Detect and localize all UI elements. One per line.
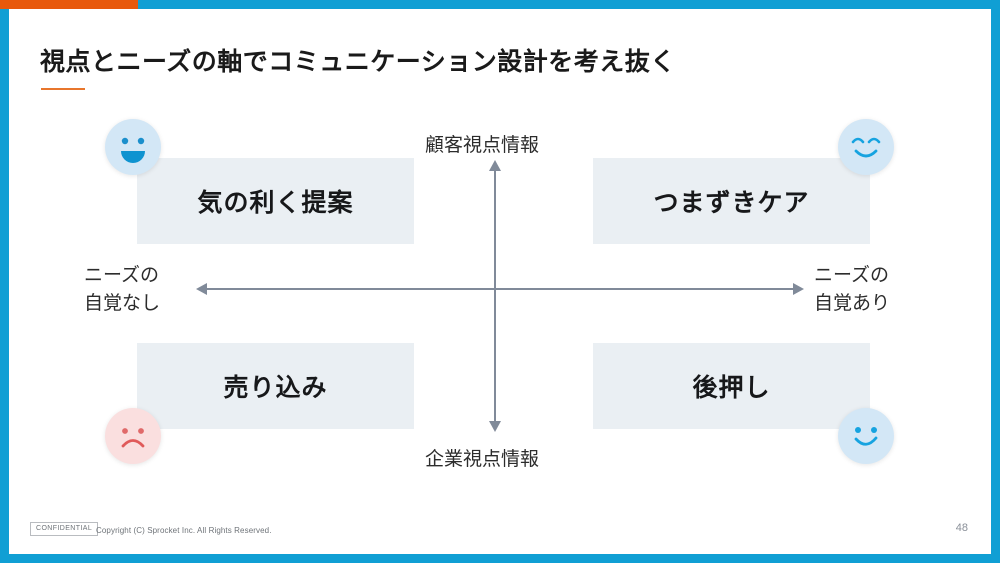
quadrant-label-top-right: つまずきケア — [653, 189, 810, 217]
quadrant-label-bottom-right: 後押し — [692, 374, 771, 402]
confidential-badge: CONFIDENTIAL — [30, 522, 99, 536]
axis-label-right-line2: 自覚あり — [814, 292, 891, 314]
left-blue-border — [0, 9, 9, 563]
bottom-blue-border — [0, 554, 1000, 563]
quadrant-box-top-right: つまずきケア — [593, 158, 870, 244]
right-blue-border — [991, 9, 1000, 563]
quadrant-box-top-left: 気の利く提案 — [137, 158, 414, 244]
quadrant-box-bottom-left: 売り込み — [137, 343, 414, 429]
axis-arrow-up-icon — [489, 160, 501, 171]
axis-label-top: 顧客視点情報 — [425, 135, 540, 156]
axis-label-left-line2: 自覚なし — [84, 292, 161, 314]
axis-label-right-line1: ニーズの — [814, 265, 890, 286]
top-blue-accent-bar — [138, 0, 1000, 9]
copyright-text: Copyright (C) Sprocket Inc. All Rights R… — [96, 526, 272, 535]
slide-title: 視点とニーズの軸でコミュニケーション設計を考え抜く — [40, 48, 676, 76]
axis-label-left: ニーズの 自覚なし — [84, 262, 160, 317]
quadrant-label-bottom-left: 売り込み — [223, 374, 328, 402]
frowning-face-icon — [105, 408, 161, 464]
horizontal-axis-line — [205, 288, 795, 290]
smiling-face-icon — [838, 408, 894, 464]
quadrant-label-top-left: 気の利く提案 — [197, 189, 354, 217]
page-number: 48 — [955, 522, 968, 534]
relieved-face-icon — [838, 119, 894, 175]
title-underline-rule — [41, 88, 85, 90]
axis-arrow-left-icon — [196, 283, 207, 295]
axis-label-right: ニーズの 自覚あり — [814, 262, 890, 317]
axis-arrow-down-icon — [489, 421, 501, 432]
grinning-face-icon — [105, 119, 161, 175]
quadrant-box-bottom-right: 後押し — [593, 343, 870, 429]
top-orange-accent-bar — [0, 0, 138, 9]
vertical-axis-line — [494, 168, 496, 423]
axis-arrow-right-icon — [793, 283, 804, 295]
axis-label-bottom: 企業視点情報 — [425, 449, 540, 470]
axis-label-left-line1: ニーズの — [84, 265, 160, 286]
